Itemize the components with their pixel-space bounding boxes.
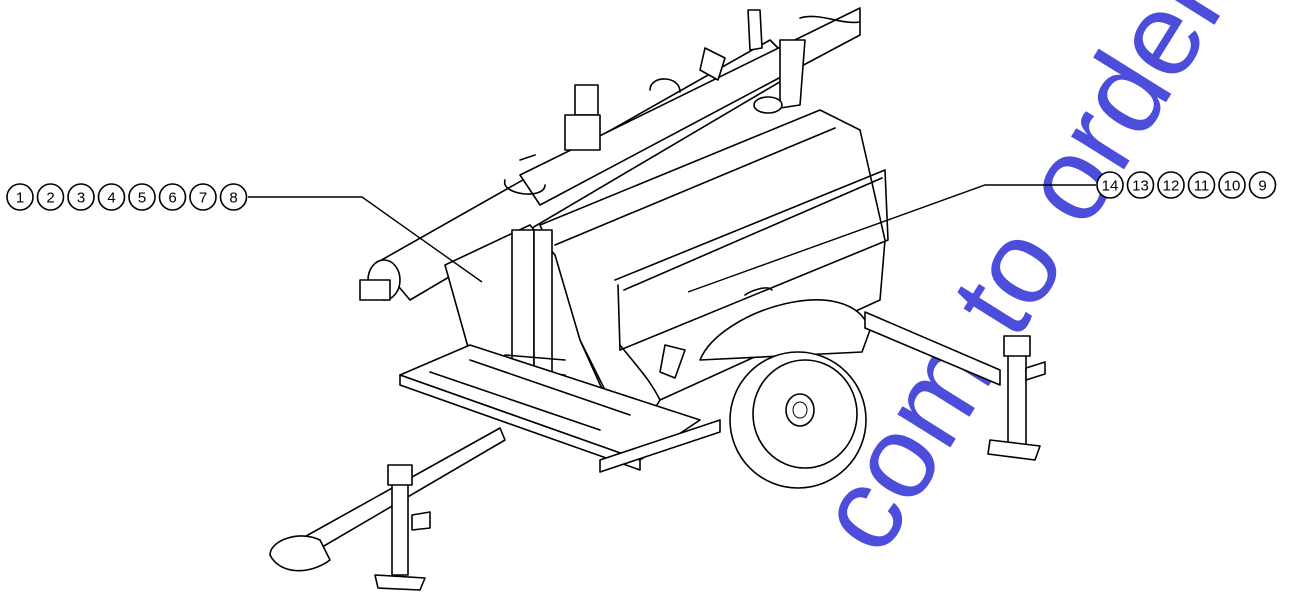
callout-number-4: 4	[107, 190, 115, 207]
callout-circle-12	[1157, 171, 1185, 199]
callout-circle-6	[158, 183, 187, 211]
callout-number-12: 12	[1163, 178, 1180, 195]
wheel	[699, 299, 871, 489]
callout-circle-13	[1126, 171, 1155, 199]
callout-circle-11	[1187, 171, 1216, 199]
callout-number-13: 13	[1132, 178, 1149, 195]
callout-circle-5	[128, 183, 156, 211]
callout-group-left: 1 2 3 4 5 6 7 8	[6, 183, 248, 211]
right-jack	[864, 311, 1046, 461]
callout-number-10: 10	[1224, 178, 1241, 195]
callout-circle-9	[1248, 171, 1277, 199]
leader-line-right	[687, 184, 1096, 293]
callout-circle-14	[1096, 171, 1124, 199]
callout-number-2: 2	[46, 190, 54, 207]
callout-number-9: 9	[1258, 178, 1266, 195]
callout-number-6: 6	[168, 190, 176, 207]
leader-line-left	[248, 196, 483, 283]
callout-number-1: 1	[16, 190, 24, 207]
callout-group-right: 14 13 12 11 10 9	[1096, 171, 1277, 199]
callout-circle-1	[6, 183, 34, 211]
trailer-frame	[399, 344, 721, 473]
callout-circle-8	[219, 183, 248, 211]
tow-bar	[269, 427, 506, 591]
light-mast	[359, 7, 861, 301]
callout-number-14: 14	[1102, 178, 1119, 195]
callout-circle-2	[36, 183, 65, 211]
callout-circle-4	[97, 183, 126, 211]
callout-number-8: 8	[229, 190, 237, 207]
callout-number-11: 11	[1194, 178, 1210, 195]
callout-number-3: 3	[77, 190, 85, 207]
callout-number-7: 7	[199, 190, 207, 207]
callout-number-5: 5	[138, 190, 146, 207]
callout-circle-3	[67, 183, 95, 211]
callout-circle-7	[189, 183, 217, 211]
callout-circle-10	[1218, 171, 1246, 199]
